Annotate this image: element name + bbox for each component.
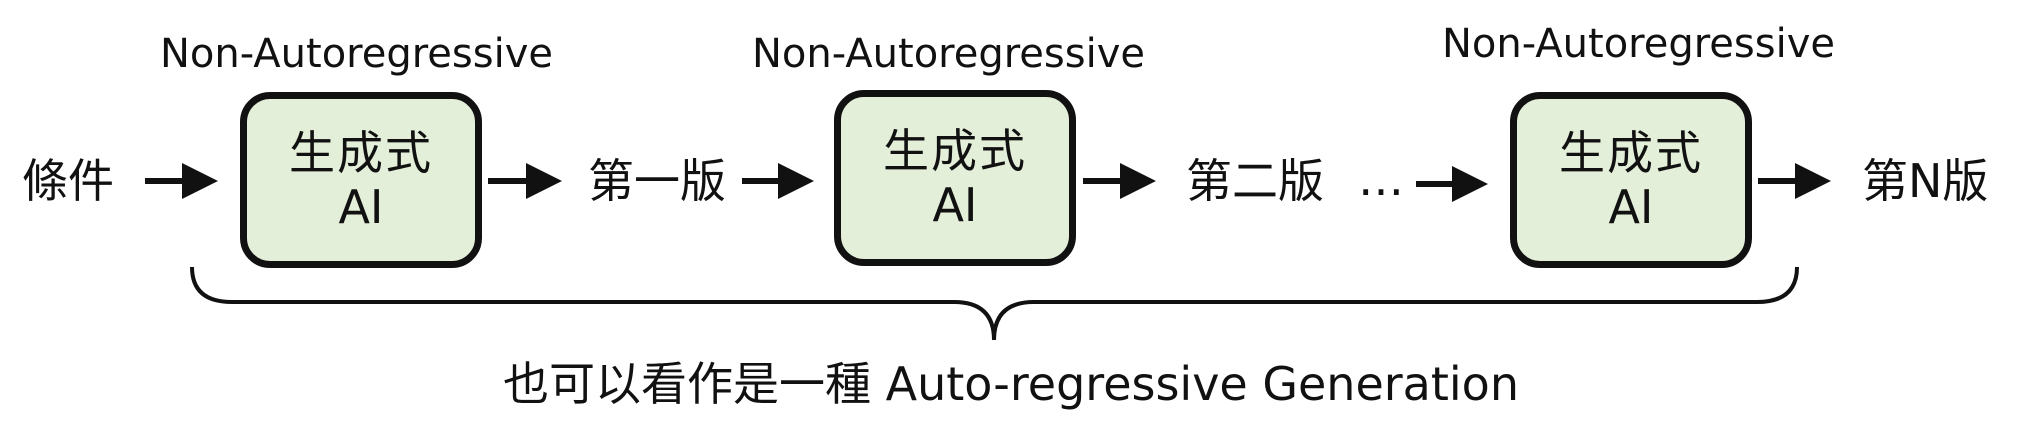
- block2-top-label: Non-Autoregressive: [752, 31, 1145, 77]
- output1-label: 第一版: [588, 154, 726, 208]
- block2-line2: AI: [932, 178, 978, 232]
- block2-box: 生成式 AI: [834, 90, 1076, 266]
- ellipsis: …: [1358, 152, 1404, 206]
- diagram-caption: 也可以看作是一種 Auto-regressive Generation: [503, 357, 1519, 411]
- block1-line1: 生成式: [289, 126, 433, 180]
- curly-brace: [190, 266, 1799, 341]
- block3-line1: 生成式: [1559, 126, 1703, 180]
- block1-line2: AI: [338, 180, 384, 234]
- block2-line1: 生成式: [883, 124, 1027, 178]
- outputN-label: 第N版: [1862, 154, 1989, 208]
- block3-line2: AI: [1608, 180, 1654, 234]
- block1-top-label: Non-Autoregressive: [160, 31, 553, 77]
- output2-label: 第二版: [1186, 154, 1324, 208]
- block1-box: 生成式 AI: [240, 92, 482, 268]
- block3-box: 生成式 AI: [1510, 92, 1752, 268]
- input-label: 條件: [22, 154, 114, 208]
- block3-top-label: Non-Autoregressive: [1442, 21, 1835, 67]
